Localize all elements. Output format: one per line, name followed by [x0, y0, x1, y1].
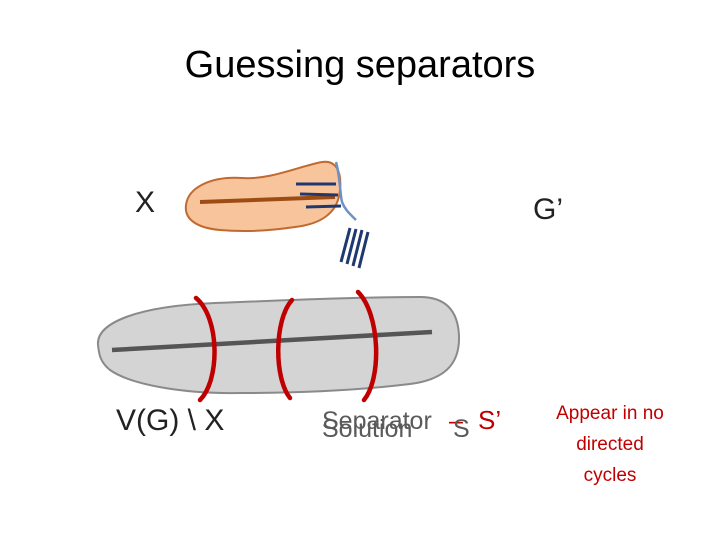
label-g-prime: G’ — [533, 193, 563, 226]
region-v-minus-x-axis — [111, 329, 433, 353]
slide-title: Guessing separators — [184, 44, 536, 86]
label-solution: Solution — [322, 415, 413, 443]
horizontal-edges — [296, 182, 342, 209]
separator-arc-1 — [193, 295, 217, 403]
label-s-prime: S’ — [478, 405, 502, 435]
label-dash: – — [449, 407, 463, 435]
region-x-axis — [199, 195, 336, 204]
separator-arc-2 — [276, 297, 295, 401]
vertical-edges — [339, 227, 370, 269]
label-v-minus-x: V(G) \ X — [116, 404, 225, 437]
label-s: S — [453, 415, 470, 443]
boundary-curve — [334, 161, 357, 221]
label-separator: Separator — [322, 407, 432, 435]
label-x: X — [135, 186, 156, 219]
separator-arcs — [193, 289, 379, 403]
separator-arc-3 — [355, 289, 379, 403]
note-text: Appear in no directed cycles — [556, 403, 664, 486]
